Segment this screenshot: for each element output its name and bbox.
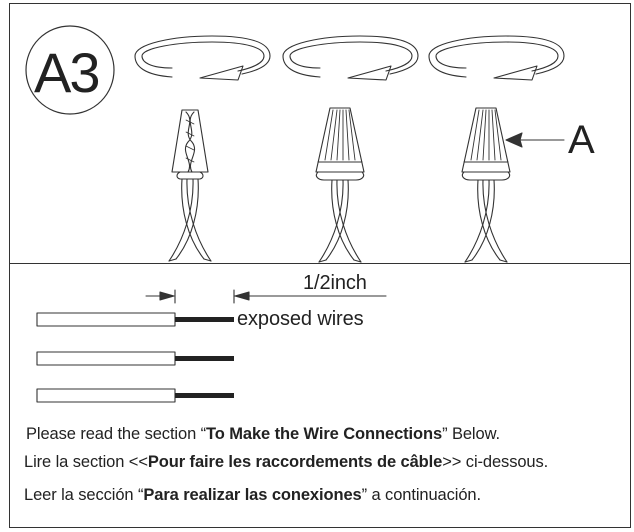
strip-length-label: 1/2inch — [303, 272, 367, 294]
section-title-french: Pour faire les raccordements de câble — [147, 453, 443, 471]
callout-label: A — [568, 118, 595, 162]
rotation-arrow-1-icon — [134, 35, 271, 81]
instruction-english: Please read the section “To Make the Wir… — [26, 425, 500, 443]
wire-nut-stage-3 — [461, 107, 511, 263]
stripped-wire-2 — [36, 351, 234, 366]
stripped-wire-1 — [36, 312, 234, 327]
instruction-french: Lire la section <<Pour faire les raccord… — [24, 453, 549, 471]
instruction-spanish: Leer la sección “Para realizar las conex… — [24, 486, 481, 504]
rotation-arrow-2-icon — [282, 35, 419, 81]
diagram-frame — [9, 3, 631, 528]
section-title-spanish: Para realizar las conexiones — [143, 486, 362, 504]
wire-nut-stage-2 — [315, 107, 365, 263]
dimension-left-arrow-icon — [145, 289, 176, 304]
step-badge-circle — [25, 25, 115, 115]
exposed-wires-label: exposed wires — [237, 308, 364, 330]
section-divider — [9, 263, 631, 264]
section-title-english: To Make the Wire Connections — [206, 425, 443, 443]
step-label: A3 — [34, 41, 100, 104]
rotation-arrow-3-icon — [428, 35, 565, 81]
twisted-wires-connector — [168, 109, 212, 262]
stripped-wire-3 — [36, 388, 234, 403]
dimension-right-arrow-icon — [233, 289, 387, 304]
callout-arrow-icon — [505, 132, 565, 148]
